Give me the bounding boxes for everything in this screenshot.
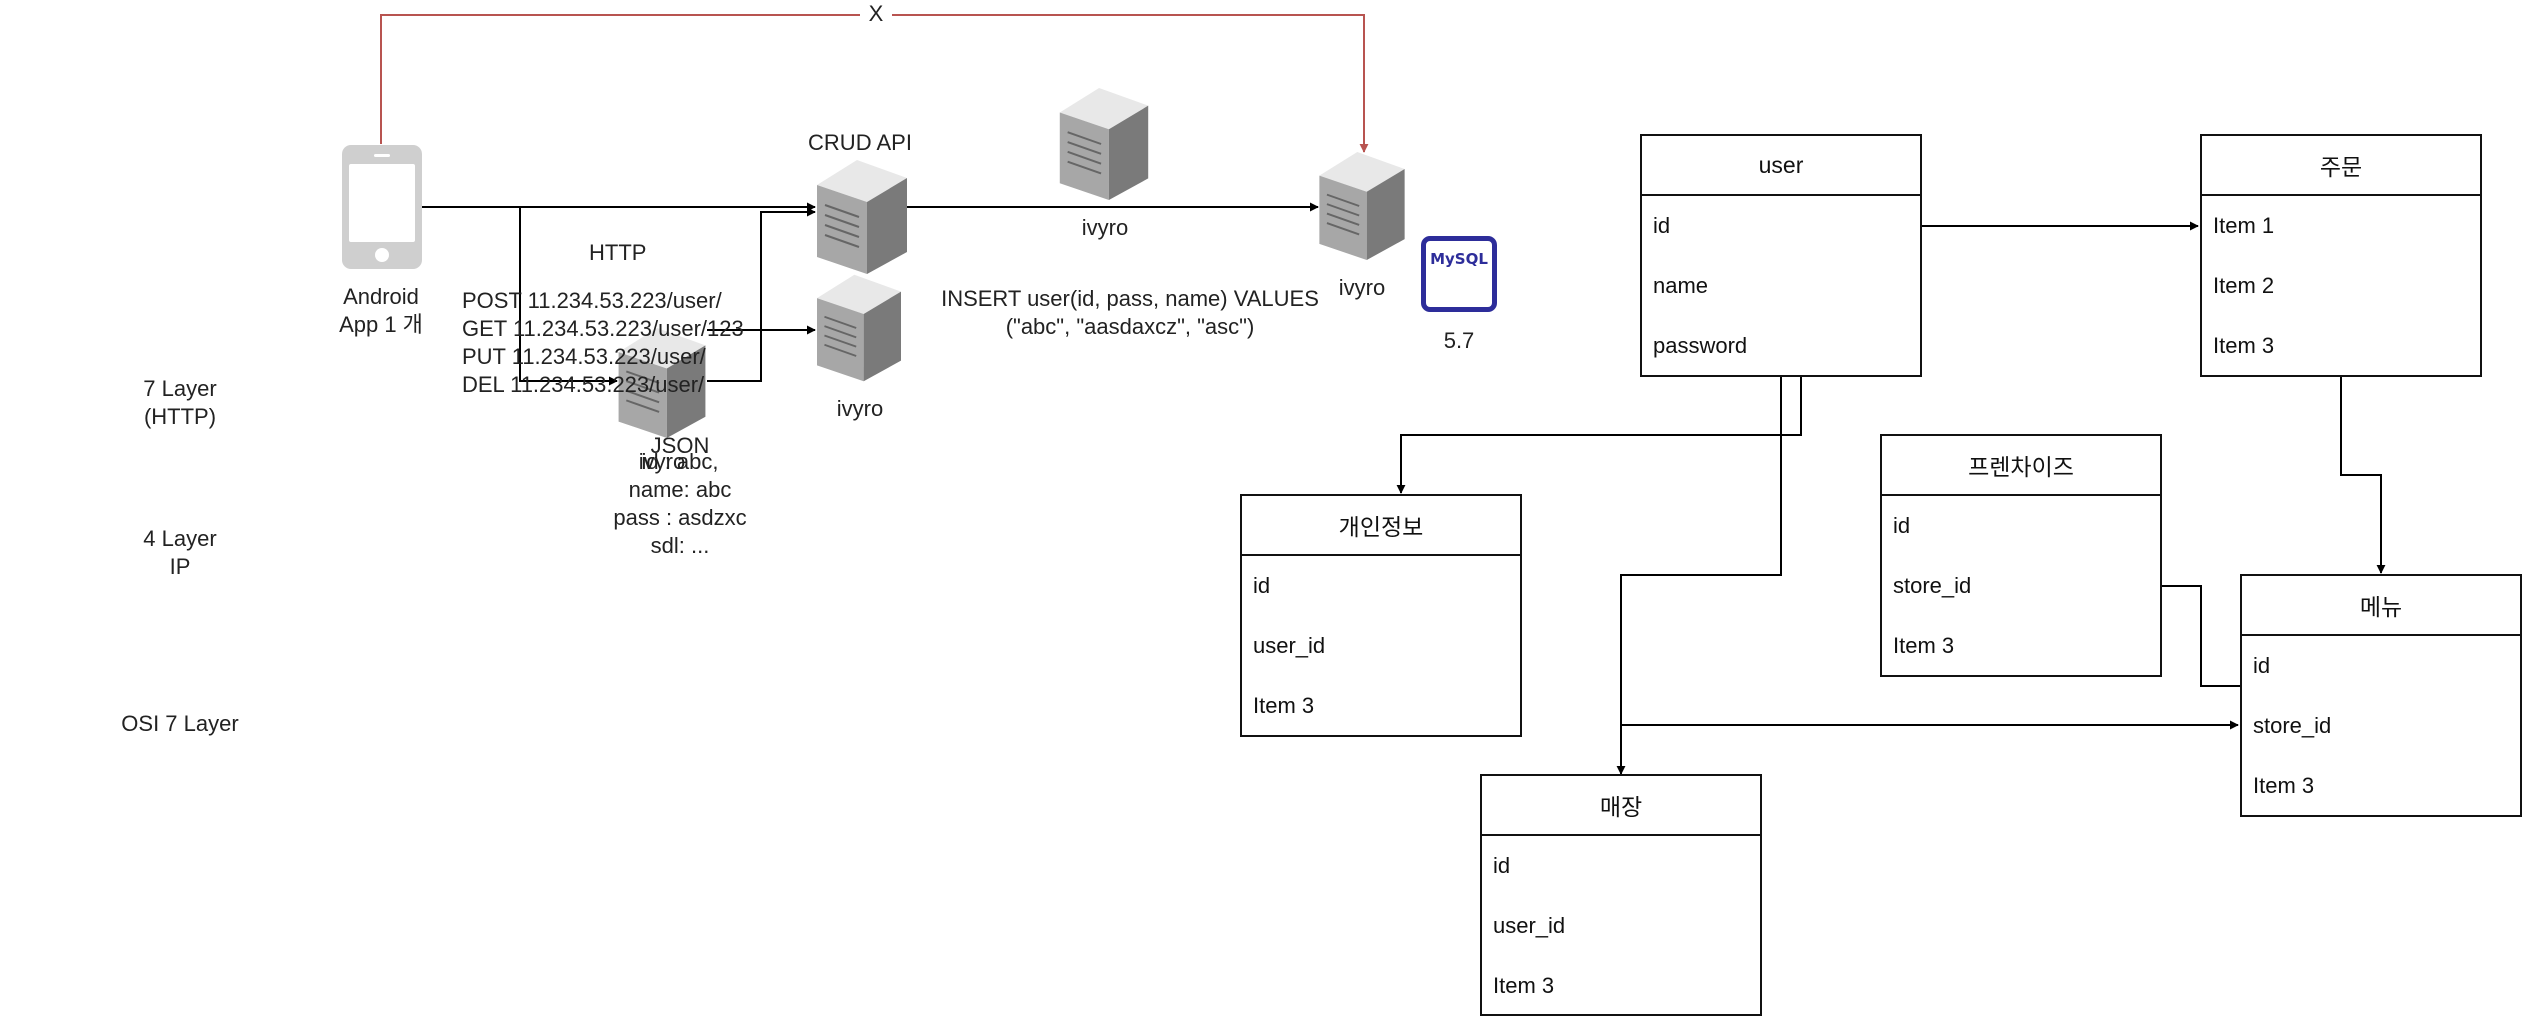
http-request-get: GET 11.234.53.223/user/123 bbox=[462, 316, 744, 341]
entity-field: Item 3 bbox=[2253, 773, 2315, 798]
entity-field: Item 3 bbox=[1893, 633, 1955, 658]
osi-layer7-line2: (HTTP) bbox=[143, 404, 217, 429]
http-label: HTTP bbox=[589, 240, 647, 265]
json-line: pass : asdzxc bbox=[613, 505, 747, 530]
entity-field: name bbox=[1653, 273, 1709, 298]
entity-user[interactable]: user id name password bbox=[1640, 134, 1922, 377]
blocked-link-label: X bbox=[860, 0, 892, 28]
entity-title: 주문 bbox=[2202, 136, 2480, 196]
entity-title: user bbox=[1642, 136, 1920, 196]
small-server-icon bbox=[618, 328, 706, 438]
sql-line1: INSERT user(id, pass, name) VALUES bbox=[941, 286, 1319, 311]
mysql-logo-icon: MySQL bbox=[1421, 236, 1497, 312]
edge-user-to-personal bbox=[1396, 377, 1802, 494]
crud-server-icon bbox=[817, 160, 907, 274]
http-request-post: POST 11.234.53.223/user/ bbox=[462, 288, 722, 313]
entity-field: id bbox=[1893, 513, 1911, 538]
entity-field: store_id bbox=[2253, 713, 2332, 738]
entity-field: id bbox=[1653, 213, 1671, 238]
db-server-icon bbox=[1319, 152, 1405, 260]
smartphone-icon bbox=[341, 144, 423, 270]
osi-layer7-label: 7 Layer (HTTP) bbox=[110, 375, 250, 431]
json-line: name: abc bbox=[628, 477, 732, 502]
entity-field: Item 2 bbox=[2213, 273, 2275, 298]
sql-insert-statement: INSERT user(id, pass, name) VALUES ("abc… bbox=[910, 285, 1350, 341]
entity-field: password bbox=[1653, 333, 1748, 358]
android-label-line1: Android bbox=[343, 284, 419, 309]
mysql-version: 5.7 bbox=[1443, 328, 1475, 353]
small-server-label: ivyro bbox=[638, 449, 686, 474]
entity-field: Item 3 bbox=[1493, 973, 1555, 998]
osi-layer7-line1: 7 Layer bbox=[143, 376, 217, 401]
http-requests-block: POST 11.234.53.223/user/ GET 11.234.53.2… bbox=[462, 287, 744, 399]
json-line: sdl: ... bbox=[650, 533, 710, 558]
lower-server-label: ivyro bbox=[836, 396, 884, 421]
osi-layer4-line1: 4 Layer bbox=[143, 526, 217, 551]
top-server-icon bbox=[1059, 88, 1149, 200]
edge-franchise-to-menu bbox=[2161, 585, 2267, 691]
top-server-label: ivyro bbox=[1081, 215, 1129, 240]
json-line: id : abc, bbox=[641, 449, 719, 474]
db-server-label: ivyro bbox=[1338, 275, 1386, 300]
entity-personal-info[interactable]: 개인정보 id user_id Item 3 bbox=[1240, 494, 1522, 737]
android-label-line2: App 1 개 bbox=[339, 312, 423, 337]
osi-layer4-line2: IP bbox=[169, 554, 191, 579]
osi-layer4-label: 4 Layer IP bbox=[110, 525, 250, 581]
edge-order-to-menu bbox=[2340, 377, 2386, 574]
entity-field: Item 3 bbox=[1253, 693, 1315, 718]
entity-franchise[interactable]: 프렌차이즈 id store_id Item 3 bbox=[1880, 434, 2162, 677]
entity-field: store_id bbox=[1893, 573, 1972, 598]
entity-title: 매장 bbox=[1482, 776, 1760, 836]
osi7-label: OSI 7 Layer bbox=[121, 711, 239, 736]
sql-line2: ("abc", "aasdaxcz", "asc") bbox=[1005, 314, 1255, 339]
lower-server-icon bbox=[817, 274, 901, 382]
edge-small-to-crud bbox=[707, 207, 816, 382]
entity-title: 개인정보 bbox=[1242, 496, 1520, 556]
android-app-label: Android App 1 개 bbox=[311, 283, 451, 339]
http-request-put: PUT 11.234.53.223/user/ bbox=[462, 344, 706, 369]
mysql-logo-text: MySQL bbox=[1430, 250, 1488, 268]
entity-order[interactable]: 주문 Item 1 Item 2 Item 3 bbox=[2200, 134, 2482, 377]
entity-menu[interactable]: 메뉴 id store_id Item 3 bbox=[2240, 574, 2522, 817]
entity-field: id bbox=[1253, 573, 1271, 598]
json-payload: JSON id : abc, name: abc pass : asdzxc s… bbox=[580, 432, 780, 560]
entity-store[interactable]: 매장 id user_id Item 3 bbox=[1480, 774, 1762, 1016]
entity-field: user_id bbox=[1253, 633, 1326, 658]
json-title: JSON bbox=[650, 433, 710, 458]
entity-field: Item 1 bbox=[2213, 213, 2275, 238]
entity-field: Item 3 bbox=[2213, 333, 2275, 358]
entity-field: id bbox=[1493, 853, 1511, 878]
entity-field: id bbox=[2253, 653, 2271, 678]
crud-api-label: CRUD API bbox=[808, 130, 912, 155]
edge-phone-to-small-server bbox=[519, 207, 618, 386]
http-request-del: DEL 11.234.53.223/user/ bbox=[462, 372, 705, 397]
entity-field: user_id bbox=[1493, 913, 1566, 938]
edge-user-to-store bbox=[1616, 377, 1782, 775]
entity-title: 메뉴 bbox=[2242, 576, 2520, 636]
entity-title: 프렌차이즈 bbox=[1882, 436, 2160, 496]
